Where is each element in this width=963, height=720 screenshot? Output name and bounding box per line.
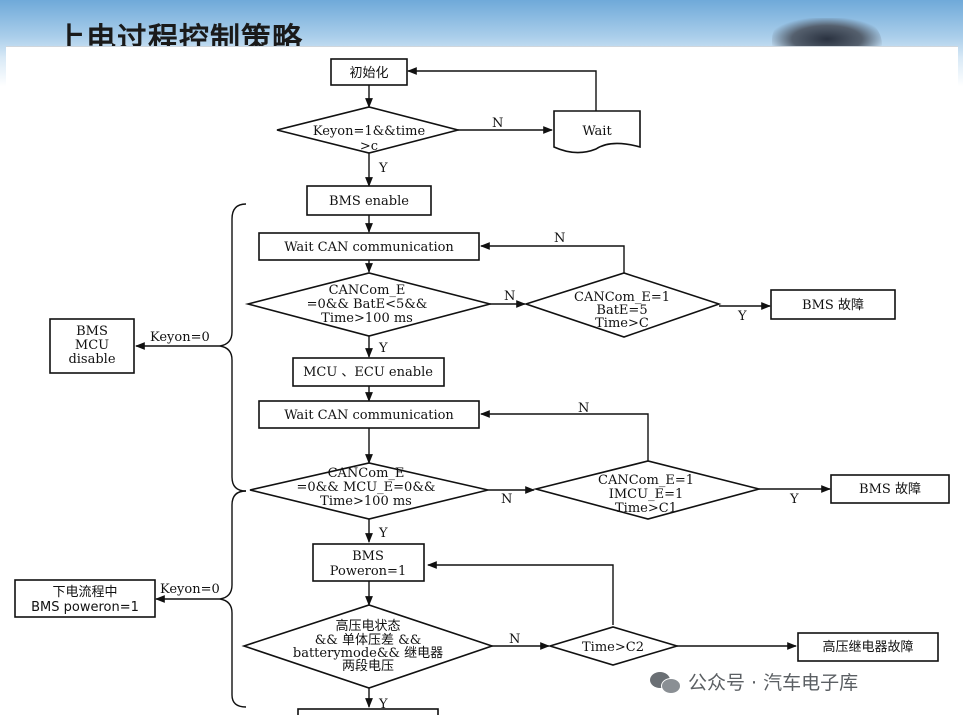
label-yes-can2: Y <box>378 526 388 541</box>
node-bms-fault-1: BMS 故障 <box>770 289 896 320</box>
node-mcu-ecu-enable: MCU 、ECU enable <box>292 357 445 387</box>
svg-text:CANCom_E=1: CANCom_E=1 <box>574 290 670 305</box>
node-wait-can-1: Wait CAN communication <box>258 232 480 261</box>
svg-text:下电流程中: 下电流程中 <box>52 585 117 600</box>
svg-text:>c: >c <box>360 139 378 154</box>
node-wait-can-2: Wait CAN communication <box>258 400 480 429</box>
node-wait: Wait <box>553 110 641 154</box>
label-keyon0-b: Keyon=0 <box>160 582 220 597</box>
svg-text:BMS: BMS <box>352 549 384 564</box>
label-no-can2: N <box>501 492 512 507</box>
svg-text:高压继电器故障: 高压继电器故障 <box>822 639 913 655</box>
label-no-can2-retry: N <box>578 401 589 416</box>
svg-text:BMS 故障: BMS 故障 <box>859 482 921 497</box>
label-yes-keyon: Y <box>378 161 388 176</box>
svg-text:Keyon=1&&time: Keyon=1&&time <box>313 124 426 139</box>
node-bms-enable: BMS enable <box>306 185 432 216</box>
node-next-cutoff <box>297 708 439 715</box>
svg-text:Time>C2: Time>C2 <box>582 640 644 655</box>
node-bms-poweron: BMS Poweron=1 <box>312 543 425 582</box>
svg-text:Wait CAN communication: Wait CAN communication <box>284 408 454 423</box>
svg-text:Time>C: Time>C <box>595 316 649 331</box>
flowchart: 初始化 Keyon=1&&time >c Wait BMS enable Wai… <box>14 58 950 715</box>
decision-keyon: Keyon=1&&time >c <box>276 106 462 154</box>
label-no-hv: N <box>509 632 520 647</box>
car-image <box>772 18 882 48</box>
svg-text:=0&& BatE<5&&: =0&& BatE<5&& <box>307 297 428 312</box>
svg-text:CANCom_E=1: CANCom_E=1 <box>598 473 694 488</box>
label-yes-can1-fail: Y <box>737 309 747 324</box>
label-yes-can2-fail: Y <box>789 492 799 507</box>
svg-text:&& 单体压差 &&: && 单体压差 && <box>315 633 422 648</box>
svg-text:IMCU_E=1: IMCU_E=1 <box>609 487 684 502</box>
label-no-can1: N <box>504 289 515 304</box>
svg-text:MCU: MCU <box>75 338 109 353</box>
svg-text:Time>100 ms: Time>100 ms <box>321 311 413 326</box>
decision-can-1: CANCom_E =0&& BatE<5&& Time>100 ms <box>244 272 494 337</box>
svg-text:Wait: Wait <box>582 124 612 139</box>
svg-text:Wait CAN communication: Wait CAN communication <box>284 240 454 255</box>
node-bms-fault-2: BMS 故障 <box>830 474 950 504</box>
svg-text:BMS: BMS <box>76 324 108 339</box>
decision-can-2-fail: CANCom_E=1 IMCU_E=1 Time>C1 <box>532 460 763 520</box>
node-init: 初始化 <box>330 58 408 86</box>
svg-text:CANCom_E: CANCom_E <box>328 466 405 481</box>
decision-hv: 高压电状态 && 单体压差 && batterymode&& 继电器 两段电压 <box>241 604 495 689</box>
watermark: 公众号 · 汽车电子库 <box>650 668 858 695</box>
node-bms-mcu-disable: BMS MCU disable <box>49 318 135 374</box>
svg-text:=0&& MCU_E=0&&: =0&& MCU_E=0&& <box>297 480 436 495</box>
decision-can-1-fail: CANCom_E=1 BatE=5 Time>C <box>523 272 722 338</box>
label-yes-can1: Y <box>378 341 388 356</box>
svg-text:高压电状态: 高压电状态 <box>335 618 400 634</box>
svg-text:BMS 故障: BMS 故障 <box>802 298 864 313</box>
label-keyon0-a: Keyon=0 <box>150 330 210 345</box>
svg-text:BMS enable: BMS enable <box>329 194 409 209</box>
svg-text:Time>100 ms: Time>100 ms <box>320 494 412 509</box>
watermark-text: 公众号 · 汽车电子库 <box>688 672 859 694</box>
svg-text:CANCom_E: CANCom_E <box>329 283 406 298</box>
svg-text:MCU 、ECU enable: MCU 、ECU enable <box>303 365 433 380</box>
svg-text:BatE=5: BatE=5 <box>596 303 647 318</box>
node-power-down: 下电流程中 BMS poweron=1 <box>14 579 156 618</box>
decision-can-2: CANCom_E =0&& MCU_E=0&& Time>100 ms <box>249 462 489 520</box>
label-no-can1-retry: N <box>554 231 565 246</box>
svg-text:BMS poweron=1: BMS poweron=1 <box>31 600 139 615</box>
svg-text:初始化: 初始化 <box>349 66 388 81</box>
decision-time-c2: Time>C2 <box>547 626 680 666</box>
svg-text:batterymode&& 继电器: batterymode&& 继电器 <box>293 646 443 661</box>
svg-text:两段电压: 两段电压 <box>342 659 394 674</box>
svg-text:Poweron=1: Poweron=1 <box>330 564 406 579</box>
label-no-keyon: N <box>492 116 503 131</box>
flowchart-canvas: 初始化 Keyon=1&&time >c Wait BMS enable Wai… <box>6 46 958 715</box>
connectors <box>135 67 831 708</box>
wechat-icon <box>650 670 681 694</box>
edge-labels: Y N N N Y Y N N Y Y N Y Keyon=0 Keyon=0 <box>150 116 799 712</box>
node-relay-fault: 高压继电器故障 <box>797 632 939 662</box>
svg-text:Time>C1: Time>C1 <box>615 501 677 516</box>
svg-text:disable: disable <box>68 352 115 367</box>
label-yes-hv: Y <box>378 697 388 712</box>
